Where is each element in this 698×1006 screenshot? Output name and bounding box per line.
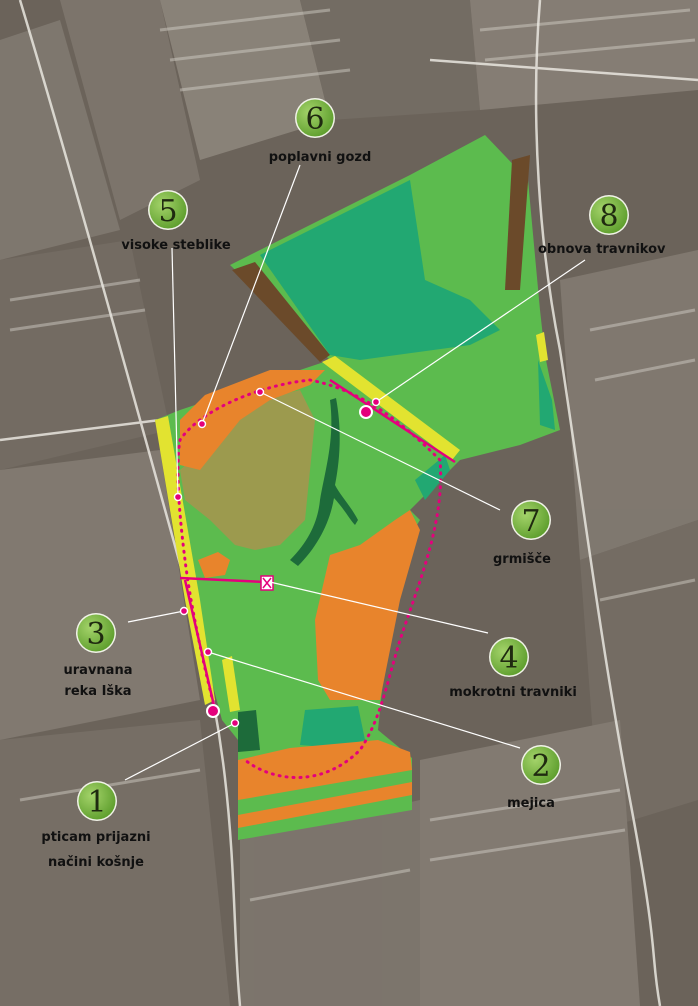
- marker-number: 2: [531, 749, 550, 784]
- scrub-area: [180, 390, 315, 550]
- marker-number: 1: [87, 785, 106, 820]
- wet-meadow-north: [180, 370, 325, 470]
- dark-grassland-area: [260, 180, 500, 360]
- brown-strip-east: [505, 155, 530, 290]
- marker-4: 4: [489, 637, 529, 677]
- marker-label: obnova travnikov: [538, 242, 666, 257]
- route-points: [173, 387, 381, 728]
- marker-6: 6: [295, 98, 335, 138]
- marker-label: uravnana: [64, 663, 133, 678]
- marker-8: 8: [589, 195, 629, 235]
- marker-number: 5: [158, 194, 177, 229]
- dark-grassland-patch: [300, 706, 365, 748]
- marker-number: 6: [305, 102, 324, 137]
- marker-1: 1: [77, 781, 117, 821]
- wet-meadow-south: [238, 740, 412, 800]
- hedgerow-southwest: [222, 656, 240, 712]
- teal-strip-east: [538, 360, 555, 430]
- leader-lines: [124, 164, 586, 781]
- walking-trail: [176, 378, 443, 779]
- main-path: [179, 378, 456, 711]
- marker-label: visoke steblike: [121, 238, 231, 253]
- marker-number: 7: [521, 504, 540, 539]
- trail: [176, 378, 456, 779]
- forest-patch-south: [238, 710, 260, 752]
- hedgerow-east: [536, 332, 548, 362]
- forest-strip: [290, 398, 358, 566]
- wet-meadow-small: [198, 552, 230, 578]
- marker-label: reka Iška: [64, 684, 131, 699]
- marker-number: 3: [86, 617, 105, 652]
- marker-label: mejica: [507, 796, 555, 811]
- marker-7: 7: [511, 500, 551, 540]
- marker-label: poplavni gozd: [269, 150, 372, 165]
- observation-tower-icon: [260, 575, 274, 591]
- marker-2: 2: [521, 745, 561, 785]
- hedgerow-north: [322, 356, 460, 460]
- marker-5: 5: [148, 190, 188, 230]
- marker-label: grmišče: [493, 552, 551, 567]
- marker-label: pticam prijazni: [41, 830, 150, 845]
- marker-number: 4: [499, 641, 518, 676]
- marker-number: 8: [599, 199, 618, 234]
- habitat-areas: [155, 135, 560, 840]
- marker-label: načini košnje: [48, 855, 144, 870]
- marker-3: 3: [76, 613, 116, 653]
- wet-meadow-strip: [238, 782, 412, 828]
- marker-label: mokrotni travniki: [449, 685, 577, 700]
- brown-strip-north: [232, 262, 330, 362]
